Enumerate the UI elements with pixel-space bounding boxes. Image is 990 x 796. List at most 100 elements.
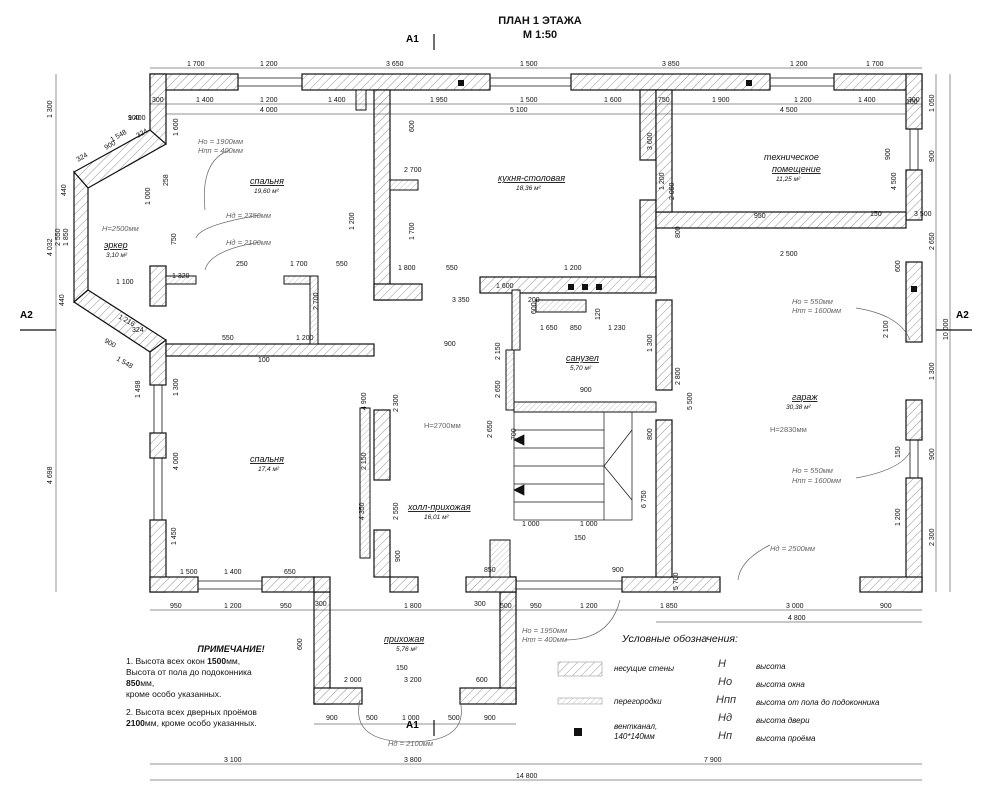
dim-label: 1 850 <box>63 228 70 246</box>
callout-bed1-ho: Но = 1900мм <box>198 137 243 146</box>
notes-line6-b: мм, кроме особо указанных. <box>144 718 257 728</box>
dim-label: 800 <box>647 428 654 440</box>
dim-label: 1 700 <box>866 61 884 68</box>
dim-label: 1 300 <box>929 362 936 380</box>
dim-label: 300 <box>315 601 327 608</box>
dim-label: 1 500 <box>180 569 198 576</box>
room-bathroom-area: 5,70 м² <box>570 365 592 372</box>
callout-garage-hpp1: Нпп = 1600мм <box>792 306 841 315</box>
dim-label: 1 050 <box>929 94 936 112</box>
dim-label: 2 700 <box>404 167 422 174</box>
dim-label: 950 <box>170 603 182 610</box>
dim-label: 1 800 <box>404 603 422 610</box>
dim-label: 1 700 <box>187 61 205 68</box>
dim-label: 1 200 <box>349 212 356 230</box>
dim-label: 3 500 <box>914 211 932 218</box>
dim-label: 3 200 <box>404 677 422 684</box>
notes-line1-b: 1500 <box>207 656 227 666</box>
dim-label: 4 000 <box>173 452 180 470</box>
windows <box>153 77 919 590</box>
dim-label: 750 <box>658 97 670 104</box>
dim-label: 1 400 <box>858 97 876 104</box>
room-kitchen-area: 18,36 м² <box>516 185 542 192</box>
dim-label: 200 <box>528 297 540 304</box>
dim-label: 3 350 <box>452 297 470 304</box>
dim-label: 2 300 <box>929 528 936 546</box>
dim-label: 900 <box>103 338 117 350</box>
dim-label: 1 700 <box>409 222 416 240</box>
callout-entry-ho: Но = 1950мм <box>522 626 567 635</box>
dim-label: 4 500 <box>891 172 898 190</box>
notes-line3-a: 850 <box>126 678 141 688</box>
dim-label: 5 700 <box>673 572 680 590</box>
dim-label: 4 000 <box>260 107 278 114</box>
dim-label: 900 <box>128 115 140 122</box>
dim-label: 150 <box>895 446 902 458</box>
dim-label: 1 300 <box>173 378 180 396</box>
dim-label: 3 100 <box>224 757 242 764</box>
dim-label: 4 900 <box>361 392 368 410</box>
legend-vent1: вентканал, <box>614 722 658 731</box>
dim-label: 1 650 <box>540 325 558 332</box>
dim-label: 1 498 <box>135 380 142 398</box>
notes-block: ПРИМЕЧАНИЕ! 1. Высота всех окон 1500мм, … <box>126 644 336 729</box>
dim-label: 1 200 <box>794 97 812 104</box>
dim-label: 100 <box>258 357 270 364</box>
callout-garage-ho2: Но = 550мм <box>792 466 833 475</box>
section-a1-top: А1 <box>406 34 419 45</box>
room-tech-name1: техническое <box>764 152 819 162</box>
dim-left-outer: 1 300 4 032 4 698 <box>47 100 54 484</box>
dim-label: 850 <box>484 567 496 574</box>
dim-label: 2 300 <box>393 394 400 412</box>
dim-label: 4 350 <box>359 502 366 520</box>
room-bay-name: эркер <box>104 240 128 250</box>
dim-bottom-total: 3 100 3 800 7 900 14 800 <box>224 757 722 780</box>
dim-label: 800 <box>675 226 682 238</box>
dim-label: 150 <box>574 535 586 542</box>
legend-sym-1: Но <box>718 676 733 688</box>
dim-label: 3 850 <box>662 61 680 68</box>
bearing-walls <box>73 73 923 705</box>
dim-bottom-garage: 4 800 <box>788 615 806 622</box>
dim-label: 3 650 <box>386 61 404 68</box>
dim-label: 1 300 <box>47 100 54 118</box>
dim-label: 250 <box>236 261 248 268</box>
dim-label: 900 <box>444 341 456 348</box>
dim-label: 900 <box>326 715 338 722</box>
legend-bearing: несущие стены <box>614 664 675 673</box>
dim-label: 1 800 <box>398 265 416 272</box>
dim-label: 1 600 <box>604 97 622 104</box>
dim-top-outer: 1 700 1 200 3 650 1 500 3 850 1 200 1 70… <box>187 61 884 68</box>
section-a2-right: А2 <box>956 310 969 321</box>
dim-label: 1 200 <box>895 508 902 526</box>
dim-label: 120 <box>595 308 602 320</box>
dim-label: 550 <box>446 265 458 272</box>
dim-label: 1 400 <box>224 569 242 576</box>
notes-line6: 2100мм, кроме особо указанных. <box>126 718 336 729</box>
dim-label: 100 <box>906 99 918 106</box>
notes-heading: ПРИМЕЧАНИЕ! <box>197 644 265 654</box>
room-bedroom2-name: спальня <box>250 454 284 464</box>
dim-label: 900 <box>580 387 592 394</box>
legend-text-0: высота <box>756 662 786 671</box>
room-bedroom1-name: спальня <box>250 176 284 186</box>
dim-label: 950 <box>754 213 766 220</box>
dim-label: 5 500 <box>687 392 694 410</box>
room-garage-name: гараж <box>792 392 818 402</box>
dim-label: 1 548 <box>115 356 134 371</box>
dim-label: 300 <box>474 601 486 608</box>
dim-label: 2 650 <box>487 420 494 438</box>
dim-label: 2 800 <box>675 367 682 385</box>
room-tech-area: 11,25 м² <box>776 176 801 183</box>
dim-label: 1 900 <box>712 97 730 104</box>
dim-label: 900 <box>885 148 892 160</box>
dim-label: 1 500 <box>520 97 538 104</box>
dim-label: 900 <box>929 448 936 460</box>
legend-sym-4: Нп <box>718 730 732 742</box>
legend-text-3: высота двери <box>756 716 810 725</box>
dim-label: 5 100 <box>510 107 528 114</box>
legend-partition: перегородки <box>614 697 662 706</box>
dim-label: 550 <box>336 261 348 268</box>
dim-label: 150 <box>396 665 408 672</box>
dim-label: 1 200 <box>296 335 314 342</box>
